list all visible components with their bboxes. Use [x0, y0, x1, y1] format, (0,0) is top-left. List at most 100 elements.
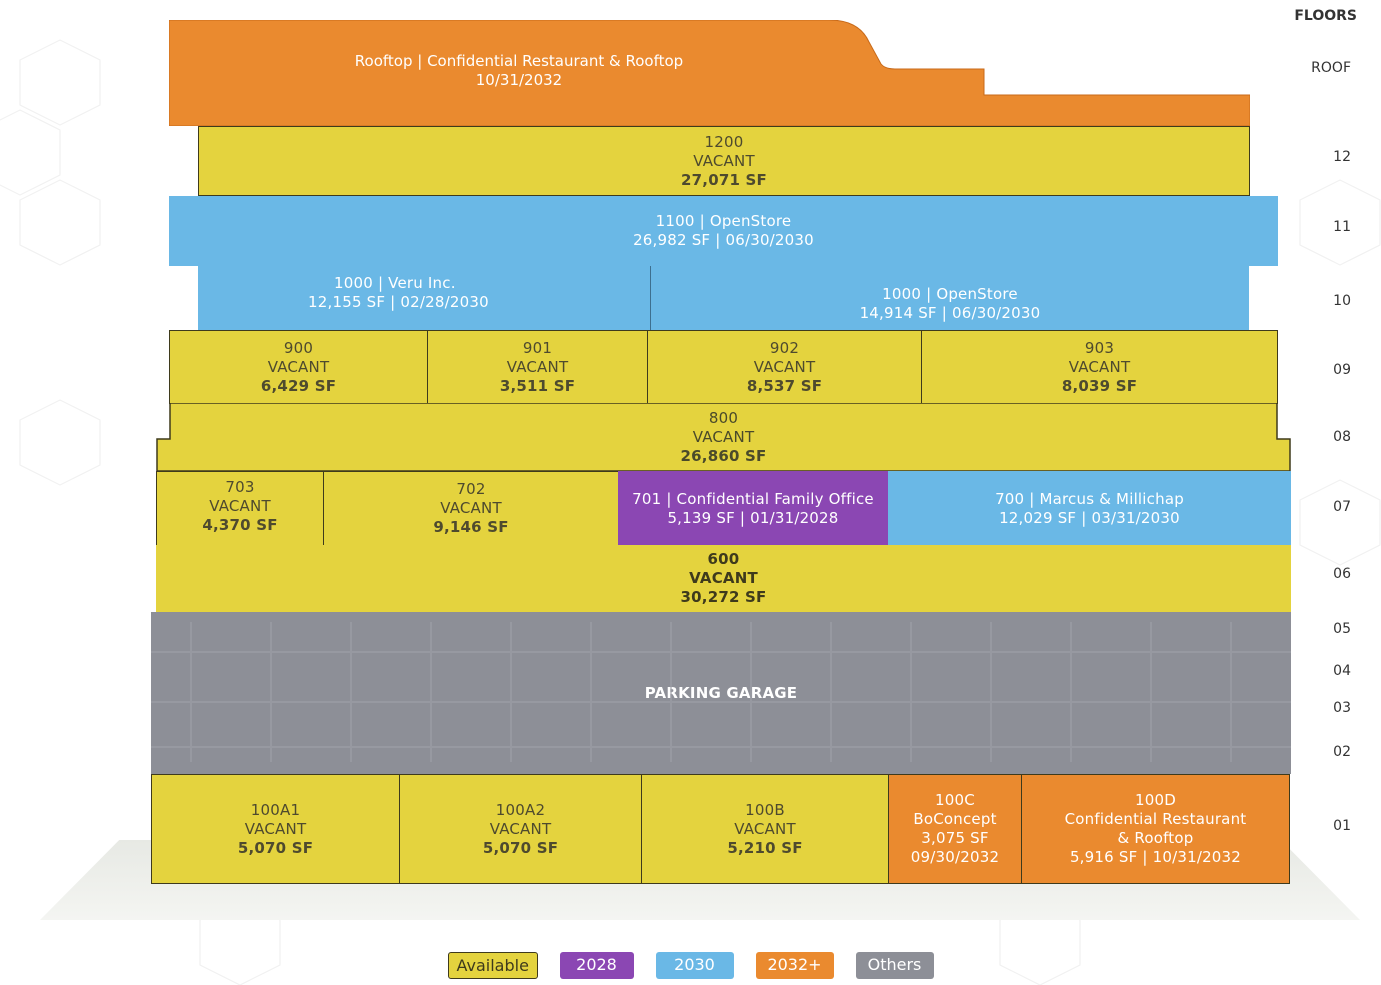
lease-line: 5,139 SF | 01/31/2028 — [667, 508, 839, 527]
legend-available[interactable]: Available — [447, 952, 538, 979]
floor-label-03: 03 — [1333, 700, 1351, 716]
floor-label-roof: ROOF — [1311, 60, 1351, 76]
suite-number: 900 — [283, 338, 314, 357]
suite-size: 3,511 SF — [499, 376, 576, 395]
floor-label-11: 11 — [1333, 219, 1351, 235]
unit-1000-veru[interactable]: 1000 | Veru Inc. 12,155 SF | 02/28/2030 — [198, 266, 651, 330]
suite-number: 100D — [1135, 791, 1176, 809]
suite-size: 8,039 SF — [1061, 376, 1138, 395]
legend: Available 2028 2030 2032+ Others — [0, 952, 1381, 979]
unit-702[interactable]: 702 VACANT 9,146 SF — [323, 471, 619, 546]
garage-label: PARKING GARAGE — [644, 683, 798, 702]
suite-status: VACANT — [489, 819, 552, 838]
suite-size: 5,210 SF — [727, 838, 803, 857]
floor-label-01: 01 — [1333, 818, 1351, 834]
lease-expiry: 09/30/2032 — [910, 848, 1000, 866]
unit-901[interactable]: 901 VACANT 3,511 SF — [427, 330, 648, 404]
suite-status: VACANT — [506, 357, 569, 376]
suite-status: VACANT — [734, 819, 796, 838]
suite-size: 4,370 SF — [202, 516, 278, 534]
suite-status: VACANT — [244, 819, 307, 838]
suite-status: VACANT — [1068, 357, 1131, 376]
suite-size: 5,070 SF — [482, 838, 559, 857]
suite-status: VACANT — [440, 499, 502, 517]
unit-100d[interactable]: 100D Confidential Restaurant & Rooftop 5… — [1021, 774, 1290, 884]
suite-size: 26,860 SF — [680, 447, 767, 465]
lease-line: 14,914 SF | 06/30/2030 — [859, 304, 1041, 322]
suite-number: 100A2 — [495, 800, 546, 819]
unit-100a2[interactable]: 100A2 VACANT 5,070 SF — [399, 774, 642, 884]
suite-size: 27,071 SF — [681, 170, 767, 189]
tenant-name-cont: & Rooftop — [1117, 829, 1194, 847]
legend-2028[interactable]: 2028 — [559, 952, 634, 979]
lease-line: 5,916 SF | 10/31/2032 — [1069, 848, 1242, 866]
floor-label-12: 12 — [1333, 149, 1351, 165]
floor-label-05: 05 — [1333, 621, 1351, 637]
suite-number: 600 — [707, 550, 740, 568]
tenant-line: 1100 | OpenStore — [655, 212, 792, 230]
rooftop-expiry: 10/31/2032 — [475, 71, 563, 89]
garage-texture — [151, 622, 1291, 762]
unit-100a1[interactable]: 100A1 VACANT 5,070 SF — [151, 774, 400, 884]
suite-number: 100B — [745, 800, 785, 819]
floor-label-09: 09 — [1333, 362, 1351, 378]
floor-label-08: 08 — [1333, 429, 1351, 445]
floor-label-10: 10 — [1333, 293, 1351, 309]
legend-others[interactable]: Others — [855, 952, 934, 979]
floor-label-04: 04 — [1333, 663, 1351, 679]
suite-size: 6,429 SF — [260, 376, 337, 395]
suite-status: VACANT — [267, 357, 330, 376]
suite-size: 8,537 SF — [746, 376, 823, 395]
suite-number: 1200 — [704, 132, 744, 151]
suite-status: VACANT — [693, 151, 755, 170]
tenant-line: 1000 | Veru Inc. — [334, 274, 456, 292]
lease-line: 26,982 SF | 06/30/2030 — [633, 231, 814, 249]
suite-number: 903 — [1084, 338, 1115, 357]
unit-903[interactable]: 903 VACANT 8,039 SF — [921, 330, 1278, 404]
unit-800[interactable]: 800 VACANT 26,860 SF — [156, 403, 1291, 472]
suite-number: 901 — [522, 338, 553, 357]
unit-1200[interactable]: 1200 VACANT 27,071 SF — [198, 126, 1250, 196]
suite-number: 100A1 — [250, 800, 301, 819]
suite-size: 30,272 SF — [680, 588, 767, 606]
unit-100b[interactable]: 100B VACANT 5,210 SF — [641, 774, 889, 884]
unit-700[interactable]: 700 | Marcus & Millichap 12,029 SF | 03/… — [888, 471, 1291, 546]
rooftop-label: Rooftop | Confidential Restaurant & Roof… — [169, 52, 869, 90]
unit-1100[interactable]: 1100 | OpenStore 26,982 SF | 06/30/2030 — [169, 196, 1278, 266]
suite-number: 902 — [769, 338, 800, 357]
suite-status: VACANT — [209, 497, 271, 515]
tenant-name: BoConcept — [913, 810, 997, 828]
floor-label-02: 02 — [1333, 744, 1351, 760]
lease-line: 12,155 SF | 02/28/2030 — [308, 293, 489, 311]
tenant-line: 1000 | OpenStore — [882, 285, 1018, 303]
tenant-line: 700 | Marcus & Millichap — [995, 489, 1184, 508]
unit-900[interactable]: 900 VACANT 6,429 SF — [169, 330, 428, 404]
unit-600[interactable]: 600 VACANT 30,272 SF — [156, 545, 1291, 612]
suite-number: 100C — [935, 791, 975, 809]
tenant-name: Confidential Restaurant — [1064, 810, 1247, 828]
floor-label-07: 07 — [1333, 499, 1351, 515]
suite-number: 702 — [456, 480, 486, 498]
suite-size: 5,070 SF — [237, 838, 314, 857]
rooftop-tenant: Rooftop | Confidential Restaurant & Roof… — [354, 52, 684, 70]
rooftop-unit[interactable] — [169, 20, 1250, 126]
unit-902[interactable]: 902 VACANT 8,537 SF — [647, 330, 922, 404]
suite-status: VACANT — [689, 569, 758, 587]
unit-701[interactable]: 701 | Confidential Family Office 5,139 S… — [618, 471, 888, 546]
suite-status: VACANT — [753, 357, 816, 376]
suite-size: 3,075 SF — [921, 829, 989, 847]
tenant-line: 701 | Confidential Family Office — [632, 489, 874, 508]
lease-line: 12,029 SF | 03/31/2030 — [999, 508, 1180, 527]
unit-100c[interactable]: 100C BoConcept 3,075 SF 09/30/2032 — [888, 774, 1022, 884]
suite-number: 703 — [225, 478, 255, 496]
unit-703[interactable]: 703 VACANT 4,370 SF — [156, 471, 324, 546]
floors-title: FLOORS — [1294, 8, 1357, 24]
suite-number: 800 — [708, 409, 739, 427]
legend-2030[interactable]: 2030 — [655, 952, 734, 979]
suite-size: 9,146 SF — [433, 518, 509, 536]
legend-2032-plus[interactable]: 2032+ — [755, 952, 834, 979]
unit-1000-openstore[interactable]: 1000 | OpenStore 14,914 SF | 06/30/2030 — [651, 266, 1249, 330]
suite-status: VACANT — [692, 428, 755, 446]
